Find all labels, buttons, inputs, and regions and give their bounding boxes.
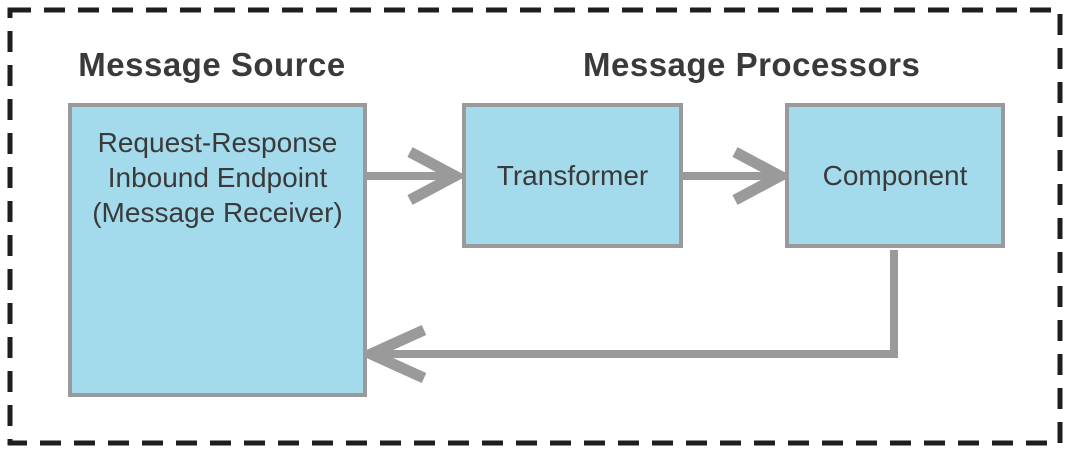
arrow-component-to-source bbox=[357, 250, 898, 384]
node-component-label: Component bbox=[822, 159, 968, 191]
heading-message-source: Message Source bbox=[78, 46, 346, 83]
node-transformer: Transformer bbox=[462, 103, 683, 248]
heading-message-processors: Message Processors bbox=[583, 46, 921, 83]
arrow-source-to-transformer bbox=[367, 147, 467, 205]
node-source-line2: Inbound Endpoint bbox=[107, 162, 328, 193]
node-source-line3: (Message Receiver) bbox=[92, 197, 343, 228]
node-component: Component bbox=[785, 103, 1005, 248]
arrow-transformer-to-component bbox=[683, 147, 792, 205]
node-request-response-inbound-endpoint: Request-Response Inbound Endpoint (Messa… bbox=[68, 103, 367, 397]
node-source-line1: Request-Response bbox=[97, 127, 338, 158]
node-transformer-label: Transformer bbox=[496, 159, 649, 191]
dashed-frame-border bbox=[7, 7, 1063, 446]
